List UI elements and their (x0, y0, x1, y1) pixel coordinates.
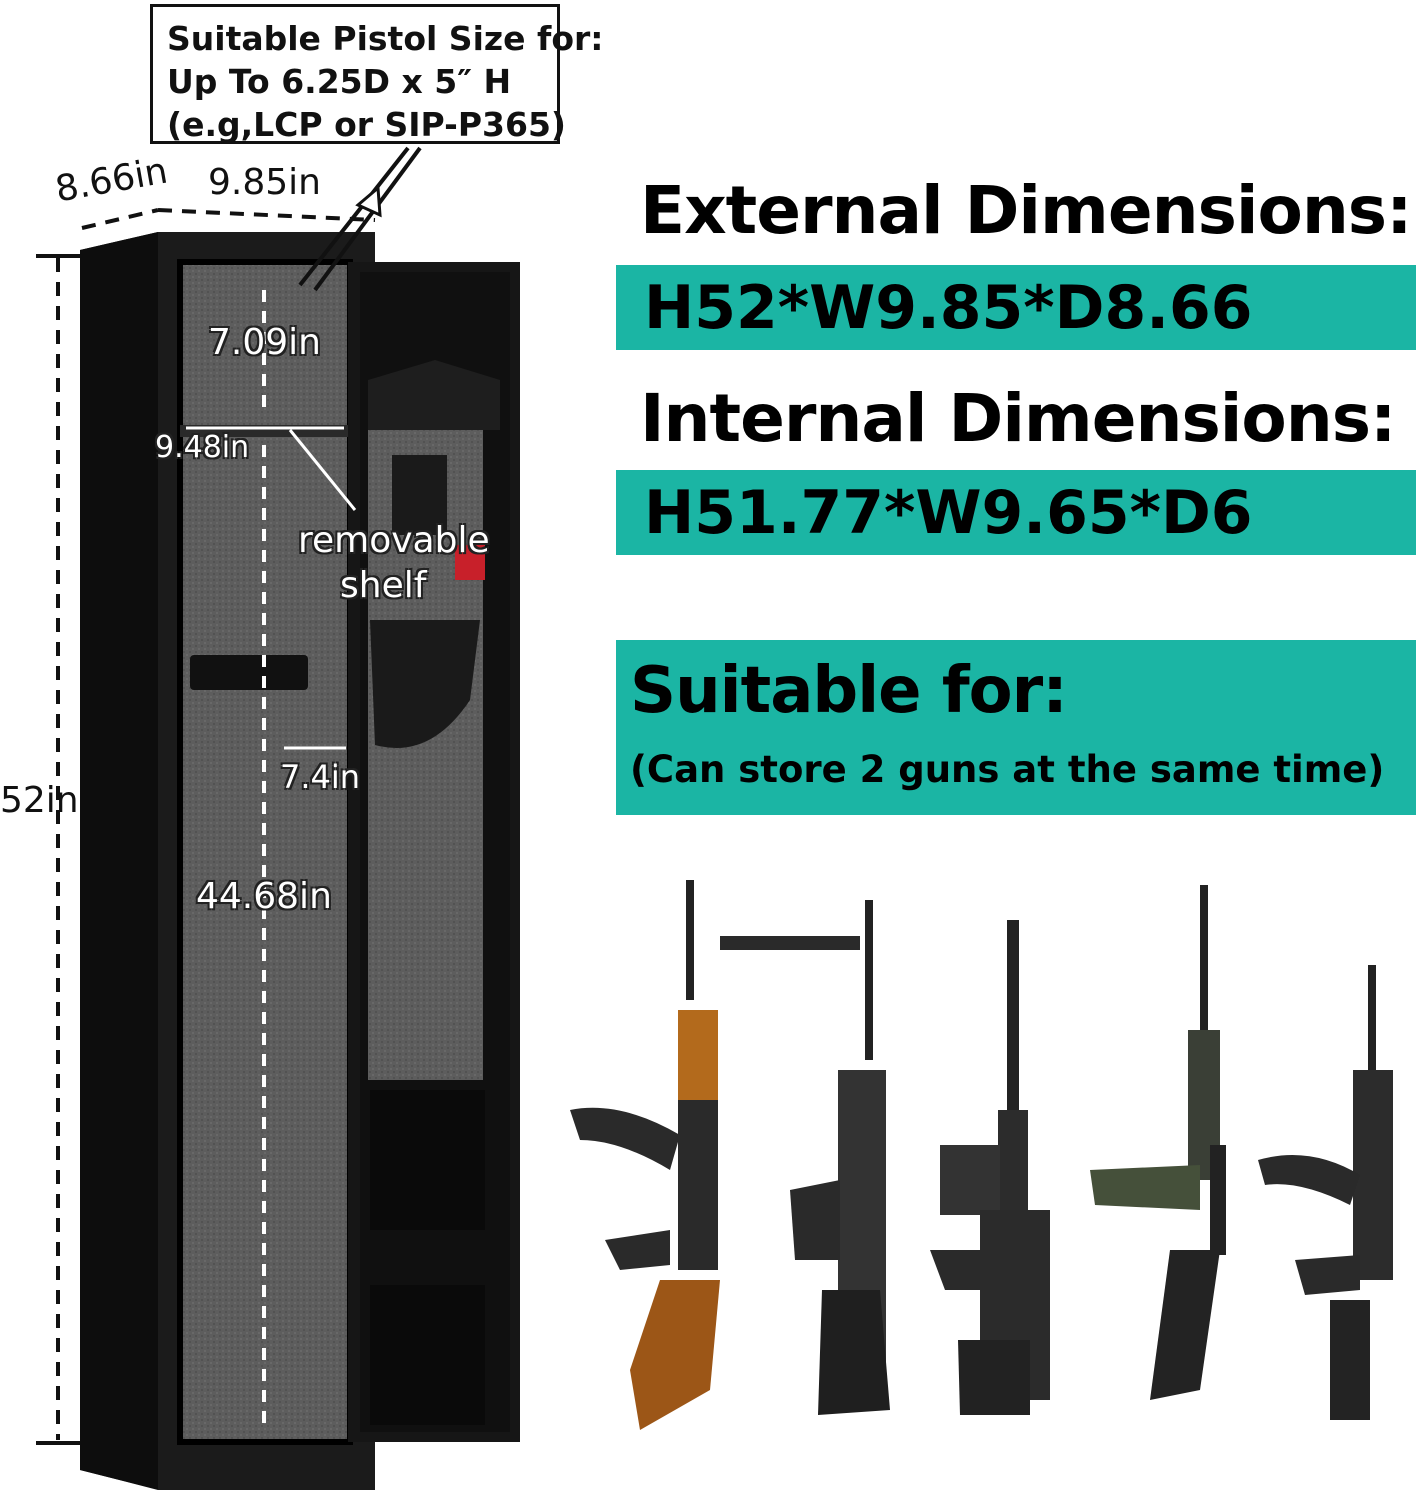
rifle-4-icon (1090, 885, 1226, 1400)
shelf-width-label: 9.48in (155, 430, 250, 465)
external-dimensions-band: H52*W9.85*D8.66 (616, 265, 1416, 350)
width-top-label: 9.85in (208, 162, 321, 203)
external-dimensions-heading: External Dimensions: (640, 172, 1412, 249)
height-total-label: 52in (0, 780, 79, 821)
rifle-1-icon (570, 880, 720, 1430)
gun-safe-illustration (36, 146, 520, 1490)
rifle-2-icon (720, 900, 890, 1415)
barrel-gap-label: 7.4in (280, 758, 361, 796)
internal-dimensions-heading: Internal Dimensions: (640, 380, 1396, 457)
removable-shelf-label: removable (298, 520, 490, 561)
internal-dimensions-value: H51.77*W9.65*D6 (644, 478, 1253, 548)
rifle-silhouettes-image (570, 880, 1393, 1430)
removable-shelf-label-2: shelf (340, 565, 427, 606)
external-dimensions-value: H52*W9.85*D8.66 (644, 273, 1253, 343)
suitable-for-note: (Can store 2 guns at the same time) (630, 748, 1385, 791)
rifle-5-icon (1258, 965, 1393, 1420)
top-compartment-label: 7.09in (208, 322, 321, 363)
rifle-3-icon (930, 920, 1050, 1415)
callout-line-3: (e.g,LCP or SIP-P365) (167, 105, 567, 144)
internal-dimensions-band: H51.77*W9.65*D6 (616, 470, 1416, 555)
callout-line-1: Suitable Pistol Size for: (167, 19, 604, 58)
lower-compartment-label: 44.68in (196, 876, 332, 917)
suitable-for-band: Suitable for: (Can store 2 guns at the s… (616, 640, 1416, 815)
suitable-for-heading: Suitable for: (630, 654, 1068, 728)
pistol-size-callout: Suitable Pistol Size for: Up To 6.25D x … (150, 4, 604, 144)
callout-line-2: Up To 6.25D x 5″ H (167, 62, 512, 101)
